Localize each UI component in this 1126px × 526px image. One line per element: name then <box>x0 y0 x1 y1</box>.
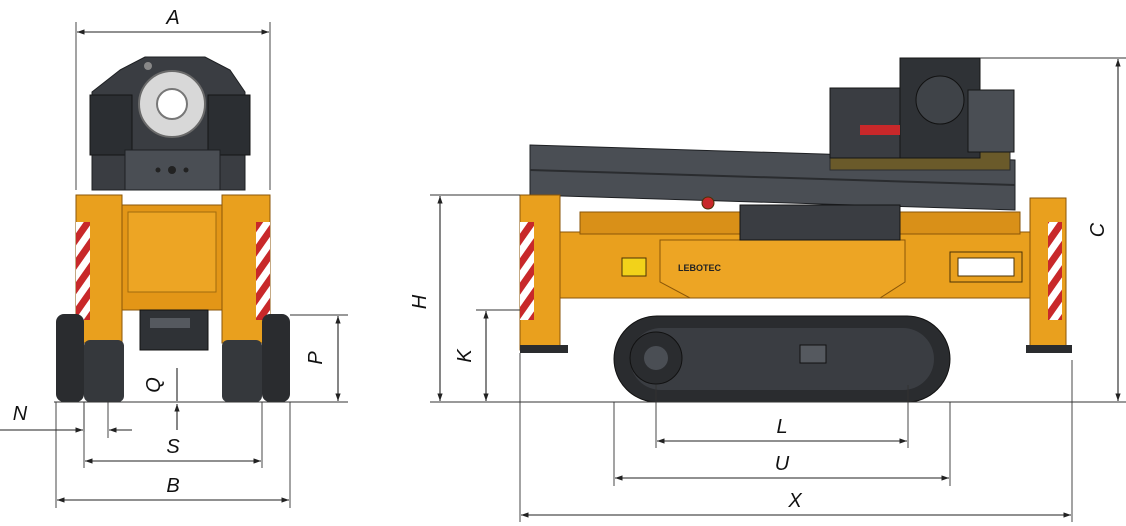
side-view: LEBOTEC C H K L <box>409 57 1126 522</box>
dim-label-x: X <box>787 490 802 512</box>
dim-label-p: P <box>305 351 327 365</box>
warning-stripe-left <box>76 222 90 320</box>
side-crawler-track <box>613 315 951 403</box>
dim-label-u: U <box>775 453 790 475</box>
dim-label-h: H <box>409 294 431 309</box>
side-chassis: LEBOTEC <box>519 194 1072 353</box>
front-chassis <box>75 194 271 351</box>
side-drill-head <box>829 57 1015 159</box>
side-warning-stripe-right <box>1048 222 1062 320</box>
side-warning-stripe-left <box>520 222 534 320</box>
brand-label: LEBOTEC <box>678 263 722 273</box>
warning-stripe-right <box>256 222 270 320</box>
dim-label-l: L <box>776 416 787 438</box>
dim-label-c: C <box>1087 222 1109 237</box>
front-tracks <box>56 314 290 402</box>
dim-label-q: Q <box>143 377 165 393</box>
front-drill-head <box>89 56 251 191</box>
dim-label-b: B <box>166 475 179 497</box>
front-view: A P Q N S B <box>0 7 348 508</box>
dim-label-a: A <box>165 7 179 29</box>
dim-label-n: N <box>13 403 28 425</box>
dim-label-s: S <box>166 436 180 458</box>
dim-label-k: K <box>454 348 476 363</box>
